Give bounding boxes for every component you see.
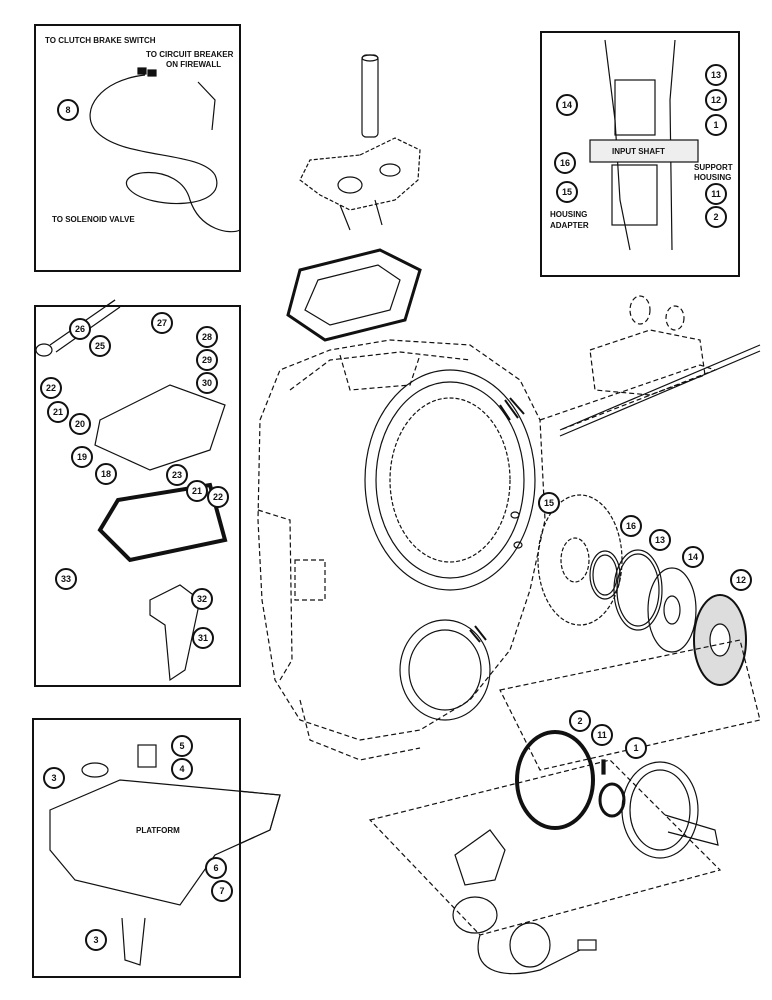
brake-disc-12 <box>693 594 747 686</box>
support-housing-label: HOUSING <box>694 173 732 182</box>
callout-15-main: 15 <box>538 492 560 514</box>
callout-1: 1 <box>705 114 727 136</box>
callout-21: 21 <box>47 401 69 423</box>
input-shaft-hub <box>621 761 719 859</box>
callout-2-main: 2 <box>569 710 591 732</box>
ring-13 <box>613 549 663 631</box>
callout-11: 11 <box>705 183 727 205</box>
callout-33: 33 <box>55 568 77 590</box>
callout-7: 7 <box>211 880 233 902</box>
bearing-bore-upper <box>364 369 536 591</box>
transmission-housing <box>257 339 546 761</box>
callout-21b: 21 <box>186 480 208 502</box>
callout-14: 14 <box>556 94 578 116</box>
callout-16-main: 16 <box>620 515 642 537</box>
callout-23: 23 <box>166 464 188 486</box>
callout-22b: 22 <box>207 486 229 508</box>
solenoid-valve-label: TO SOLENOID VALVE <box>52 215 135 224</box>
callout-1-main: 1 <box>625 737 647 759</box>
callout-31: 31 <box>192 627 214 649</box>
callout-4: 4 <box>171 758 193 780</box>
callout-32: 32 <box>191 588 213 610</box>
callout-30: 30 <box>196 372 218 394</box>
callout-6: 6 <box>205 857 227 879</box>
input-shaft-label: INPUT SHAFT <box>612 147 665 156</box>
drop-outline-lower <box>368 639 761 936</box>
bearing-bore-lower <box>399 619 491 721</box>
callout-26: 26 <box>69 318 91 340</box>
platform-label: PLATFORM <box>136 826 180 835</box>
callout-28: 28 <box>196 326 218 348</box>
washer-14 <box>647 567 697 653</box>
callout-27: 27 <box>151 312 173 334</box>
adapter-label: ADAPTER <box>550 221 589 230</box>
callout-11-main: 11 <box>591 724 613 746</box>
shift-lever-stem <box>299 54 421 231</box>
callout-12-main: 12 <box>730 569 752 591</box>
support-label: SUPPORT <box>694 163 733 172</box>
callout-18: 18 <box>95 463 117 485</box>
o-ring-2 <box>515 730 595 830</box>
callout-3: 3 <box>43 767 65 789</box>
circuit-breaker-label: TO CIRCUIT BREAKER <box>146 50 234 59</box>
clutch-brake-switch-label: TO CLUTCH BRAKE SWITCH <box>45 36 156 45</box>
callout-12: 12 <box>705 89 727 111</box>
rockshaft-linkage <box>539 295 717 431</box>
callout-14-main: 14 <box>682 546 704 568</box>
callout-13-main: 13 <box>649 529 671 551</box>
shifter-gasket <box>286 248 422 342</box>
pin-11 <box>601 759 606 775</box>
solenoid-valve-bracket <box>452 829 597 975</box>
roll-pins <box>510 511 523 549</box>
seal-ring-16 <box>589 550 621 600</box>
callout-20: 20 <box>69 413 91 435</box>
housing-adapter-plate <box>537 494 623 626</box>
callout-2: 2 <box>705 206 727 228</box>
callout-5: 5 <box>171 735 193 757</box>
callout-8: 8 <box>57 99 79 121</box>
callout-29: 29 <box>196 349 218 371</box>
callout-16: 16 <box>554 152 576 174</box>
callout-13: 13 <box>705 64 727 86</box>
shaft-rod <box>559 344 761 437</box>
platform-inset-box <box>32 718 241 978</box>
callout-25: 25 <box>89 335 111 357</box>
housing-label: HOUSING <box>550 210 588 219</box>
callout-3b: 3 <box>85 929 107 951</box>
callout-19: 19 <box>71 446 93 468</box>
firewall-label: ON FIREWALL <box>166 60 222 69</box>
callout-22: 22 <box>40 377 62 399</box>
seal-1 <box>598 782 626 818</box>
callout-15: 15 <box>556 181 578 203</box>
